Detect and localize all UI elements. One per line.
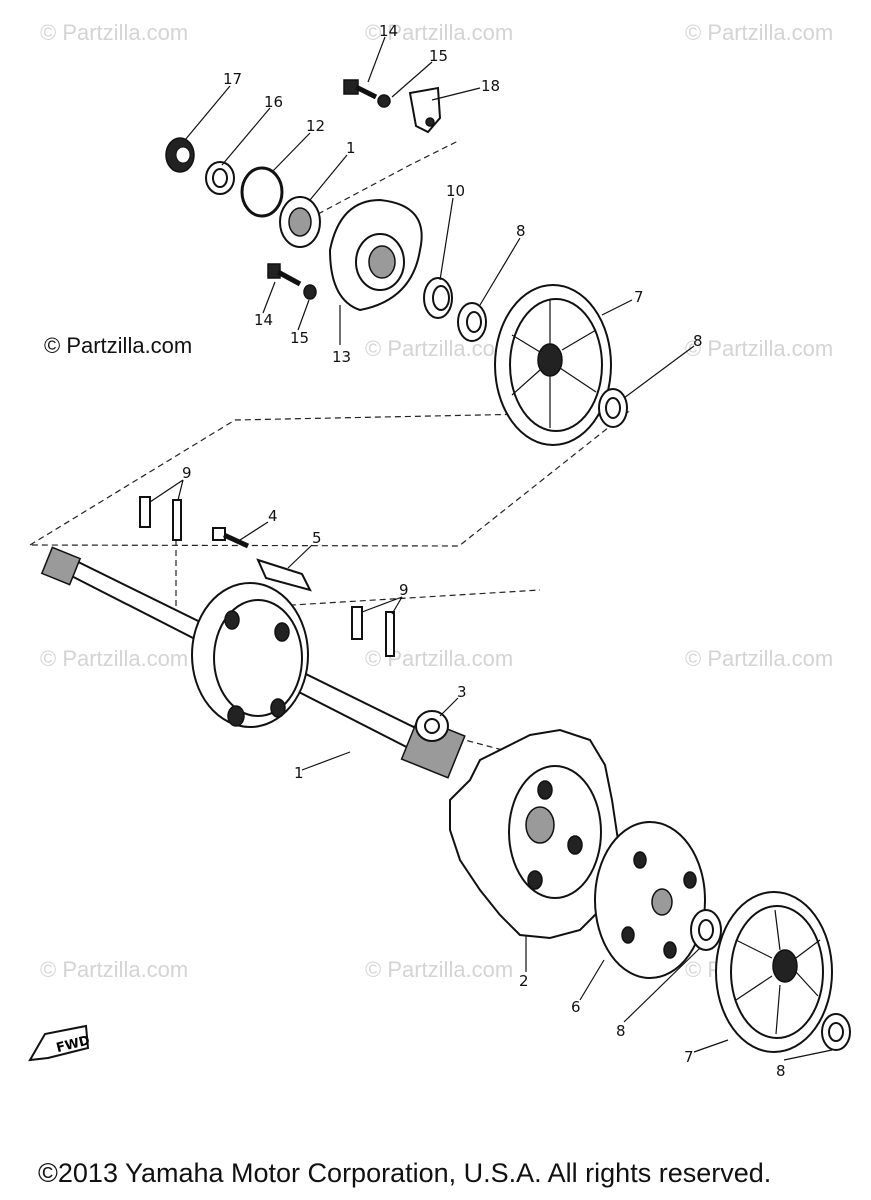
callout-label: 15	[429, 47, 448, 65]
watermark: © Partzilla.com	[40, 957, 189, 982]
callout-label: 8	[516, 222, 526, 240]
callout-label: 4	[268, 507, 278, 525]
sprocket-part-2	[449, 728, 620, 940]
watermark: © Partzilla.com	[365, 336, 514, 361]
bearing-housing-part-13	[328, 198, 423, 312]
bearing-part-1	[279, 196, 321, 248]
collar-part-3	[415, 710, 449, 742]
bracket-part-18	[408, 86, 442, 134]
callout-label: 2	[519, 972, 529, 990]
callout-label: 13	[332, 348, 351, 366]
watermark: © Partzilla.com	[40, 646, 189, 671]
callout-label: 10	[446, 182, 465, 200]
washer-part-8-upper-a	[457, 302, 487, 342]
watermark-dark: © Partzilla.com	[44, 333, 193, 358]
callout-label: 8	[776, 1062, 786, 1080]
callout-label: 7	[684, 1048, 694, 1066]
callout-label: 1	[346, 139, 356, 157]
callout-label: 3	[457, 683, 467, 701]
callout-label: 9	[399, 581, 409, 599]
plate-part-6	[594, 821, 706, 979]
idler-wheel-part-7-lower	[715, 891, 833, 1053]
fwd-arrow-icon: FWD	[28, 1024, 92, 1062]
pin-part-9-lower	[351, 606, 395, 657]
watermark: © Partzilla.com	[685, 646, 834, 671]
washer-part-8-lower-a	[690, 909, 722, 951]
washer-part-8-lower-b	[821, 1013, 851, 1051]
lock-washer-part-15-lower	[303, 284, 317, 300]
idler-wheel-part-7-upper	[494, 284, 612, 446]
callout-label: 16	[264, 93, 283, 111]
watermark: © Partzilla.com	[685, 20, 834, 45]
watermark: © Partzilla.com	[365, 20, 514, 45]
leader-lines	[149, 36, 833, 1061]
callout-label: 14	[379, 22, 398, 40]
callout-label: 7	[634, 288, 644, 306]
callout-label: 8	[616, 1022, 626, 1040]
callout-label: 12	[306, 117, 325, 135]
callout-label: 6	[571, 998, 581, 1016]
exploded-view-drawing: FWD	[28, 22, 851, 1080]
assembly-outline	[29, 411, 630, 547]
nut-part-17	[165, 137, 195, 173]
callouts: 14 15 18 17 16 12 1 10 8 7 14 15 13 8 9 …	[182, 22, 786, 1080]
callout-label: 8	[693, 332, 703, 350]
lock-washer-part-15-top	[377, 94, 391, 108]
link-part-5	[256, 558, 312, 592]
pin-part-9-upper	[139, 496, 182, 541]
washer-part-8-upper-b	[598, 388, 628, 428]
callout-label: 18	[481, 77, 500, 95]
callout-label: 1	[294, 764, 304, 782]
circlip-part-12	[240, 166, 284, 218]
washer-part-16	[205, 161, 235, 195]
bolt-part-14-top	[343, 79, 378, 100]
assembly-outline	[317, 139, 461, 215]
callout-label: 9	[182, 464, 192, 482]
callout-label: 14	[254, 311, 273, 329]
watermark: © Partzilla.com	[365, 957, 514, 982]
watermark: © Partzilla.com	[685, 336, 834, 361]
seal-part-10	[423, 277, 453, 319]
bolt-part-4	[212, 527, 250, 549]
watermark: © Partzilla.com	[40, 20, 189, 45]
bolt-part-14-lower	[267, 263, 302, 287]
callout-label: 15	[290, 329, 309, 347]
callout-label: 5	[312, 529, 322, 547]
hub-flange	[191, 582, 309, 728]
copyright-notice: ©2013 Yamaha Motor Corporation, U.S.A. A…	[38, 1158, 772, 1188]
callout-label: 17	[223, 70, 242, 88]
